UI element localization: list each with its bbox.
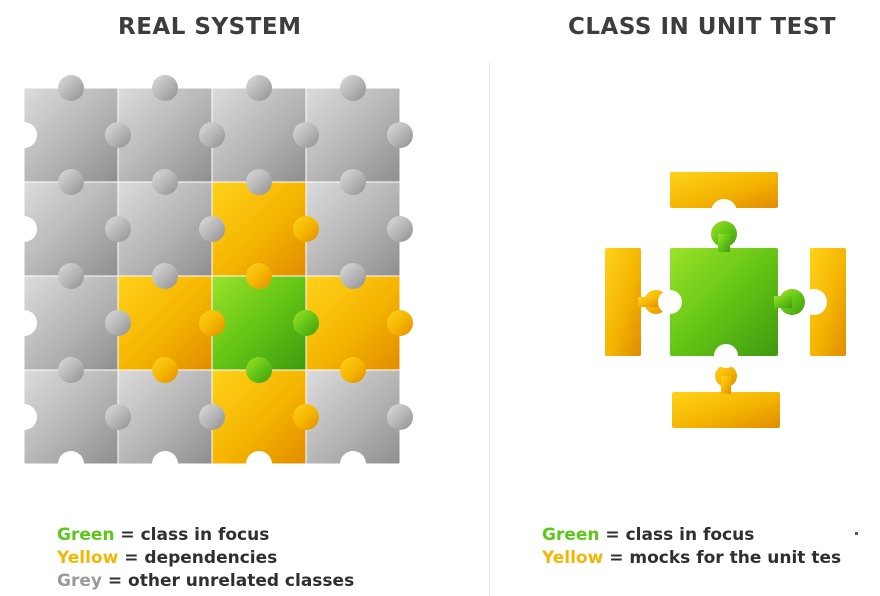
puzzle-piece-yellow	[117, 275, 213, 371]
puzzle-knob	[105, 404, 131, 430]
puzzle-piece-grey	[23, 275, 119, 371]
puzzle-knob	[199, 216, 225, 242]
legend-row-green: Green = class in focus	[542, 524, 841, 547]
legend-text-yellow: = mocks for the unit tes	[603, 548, 842, 568]
real-system-puzzle	[11, 75, 413, 477]
legend-row-yellow: Yellow = mocks for the unit tes	[542, 547, 841, 570]
legend-real-system: Green = class in focus Yellow = dependen…	[57, 524, 354, 593]
legend-text-green: = class in focus	[599, 525, 755, 545]
puzzle-piece-grey	[117, 369, 213, 465]
puzzle-knob	[152, 357, 178, 383]
puzzle-piece-yellow	[211, 369, 307, 465]
puzzle-knob	[246, 75, 272, 101]
puzzle-socket	[11, 310, 37, 336]
puzzle-knob	[387, 404, 413, 430]
legend-text-green: = class in focus	[114, 525, 270, 545]
puzzle-knob	[293, 122, 319, 148]
mock-right	[801, 248, 846, 356]
puzzle-knob	[58, 357, 84, 383]
legend-row-grey: Grey = other unrelated classes	[57, 570, 354, 593]
puzzle-socket	[11, 122, 37, 148]
puzzle-knob	[199, 122, 225, 148]
puzzle-knob	[199, 404, 225, 430]
legend-key-yellow: Yellow	[542, 548, 604, 568]
puzzle-knob	[152, 263, 178, 289]
column-divider	[489, 62, 490, 596]
puzzle-piece-grey	[305, 181, 401, 277]
puzzle-piece-grey	[305, 87, 401, 183]
puzzle-piece-grey	[211, 87, 307, 183]
puzzle-piece-yellow	[305, 275, 401, 371]
unit-test-heading: CLASS IN UNIT TEST	[568, 14, 837, 40]
legend-key-green: Green	[57, 525, 115, 545]
legend-text-yellow: = dependencies	[118, 548, 278, 568]
puzzle-knob	[387, 216, 413, 242]
puzzle-piece-grey	[305, 369, 401, 465]
legend-text-grey: = other unrelated classes	[101, 571, 355, 591]
puzzle-knob	[293, 216, 319, 242]
puzzle-knob	[246, 263, 272, 289]
puzzle-knob	[58, 75, 84, 101]
legend-key-green: Green	[542, 525, 600, 545]
puzzle-socket	[11, 216, 37, 242]
puzzle-knob	[340, 75, 366, 101]
puzzle-knob	[105, 122, 131, 148]
puzzle-knob	[58, 169, 84, 195]
puzzle-knob	[340, 263, 366, 289]
puzzle-piece-yellow	[211, 181, 307, 277]
puzzle-knob	[293, 310, 319, 336]
puzzle-knob	[340, 169, 366, 195]
stray-dot	[855, 532, 858, 535]
puzzle-socket	[58, 451, 84, 477]
puzzle-piece-grey	[117, 87, 213, 183]
puzzle-knob	[199, 310, 225, 336]
puzzle-knob	[246, 357, 272, 383]
puzzle-socket	[152, 451, 178, 477]
puzzle-knob	[152, 75, 178, 101]
legend-row-yellow: Yellow = dependencies	[57, 547, 354, 570]
puzzle-piece-grey	[117, 181, 213, 277]
class-in-focus-piece	[658, 221, 805, 368]
unit-test-puzzle	[605, 172, 846, 428]
puzzle-piece-grey	[23, 181, 119, 277]
legend-row-green: Green = class in focus	[57, 524, 354, 547]
puzzle-socket	[246, 451, 272, 477]
puzzle-socket	[340, 451, 366, 477]
puzzle-piece-green	[211, 275, 307, 371]
puzzle-knob	[293, 404, 319, 430]
puzzle-knob	[58, 263, 84, 289]
puzzle-knob	[105, 310, 131, 336]
mock-bottom	[672, 365, 780, 428]
legend-key-grey: Grey	[57, 571, 102, 591]
puzzle-knob	[387, 122, 413, 148]
legend-key-yellow: Yellow	[57, 548, 119, 568]
puzzle-knob	[387, 310, 413, 336]
puzzle-piece-grey	[23, 87, 119, 183]
puzzle-knob	[152, 169, 178, 195]
real-system-heading: REAL SYSTEM	[118, 14, 302, 40]
puzzle-knob	[105, 216, 131, 242]
puzzle-knob	[246, 169, 272, 195]
puzzle-socket	[11, 404, 37, 430]
puzzle-piece-grey	[23, 369, 119, 465]
puzzle-knob	[340, 357, 366, 383]
legend-unit-test: Green = class in focus Yellow = mocks fo…	[542, 524, 841, 570]
mock-top	[670, 172, 778, 225]
